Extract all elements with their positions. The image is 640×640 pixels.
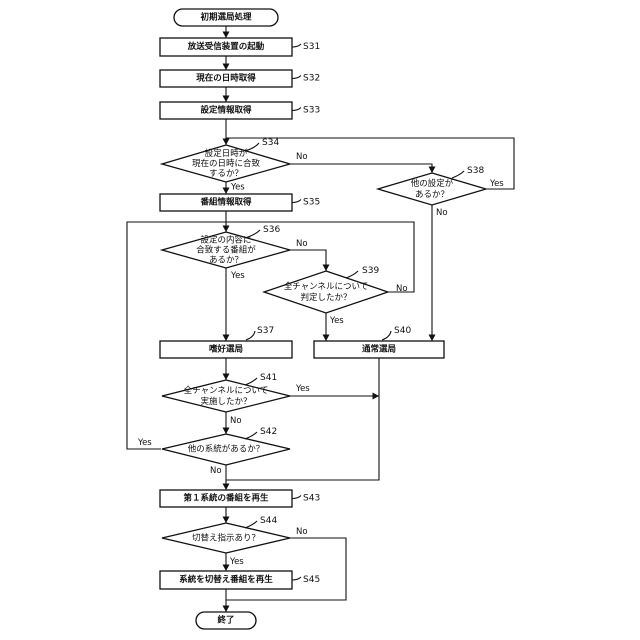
node-text: 設定の内容に [200,235,251,246]
node-s45: 系統を切替え番組を再生 [160,571,292,589]
node-text: するか？ [209,169,243,179]
node-text: 番組情報取得 [199,197,252,208]
node-text: 現在の日時取得 [196,73,256,84]
node-s37: 嗜好選局 [160,341,292,358]
edge-label-no: No [296,152,308,162]
edge-label-no: No [396,284,408,294]
node-s31: 放送受信装置の起動 [160,38,292,56]
edge-label-no: No [436,208,448,218]
node-text: 全チャンネルについて [284,281,369,292]
node-end: 終了 [196,612,256,629]
node-s39: 全チャンネルについて 判定したか？ [264,271,388,313]
node-text: 判定したか？ [300,292,351,303]
step-label: S34 [262,138,279,148]
node-text: 放送受信装置の起動 [187,41,265,52]
node-s41: 全チャンネルについて 実施したか？ [162,380,290,412]
step-label: S45 [303,575,320,585]
node-text: 終了 [217,615,234,626]
node-text: 切替え指示あり？ [192,533,260,544]
edge-label-no: No [230,416,242,426]
node-s36: 設定の内容に 合致する番組が あるか？ [162,232,290,268]
step-label: S36 [263,225,280,235]
edge-label-yes: Yes [489,179,504,189]
edge-label-yes: Yes [230,271,245,281]
node-text: 実施したか？ [200,396,251,407]
node-text: 合致する番組が [196,245,256,256]
node-text: 通常選局 [362,344,396,355]
node-s33: 設定情報取得 [160,102,292,119]
step-label: S38 [467,166,484,176]
step-label: S39 [362,266,379,276]
step-label: S43 [303,494,320,504]
node-s38: 他の設定が あるか？ [378,173,486,205]
step-label: S35 [303,198,320,208]
node-s42: 他の系統があるか？ [162,434,290,465]
edge-label-yes: Yes [230,183,245,193]
node-start: 初期選局処理 [174,9,278,26]
node-text: 他の設定が [411,178,454,189]
edge-label-yes: Yes [329,316,344,326]
step-label: S41 [260,373,277,383]
edge-label-yes: Yes [137,438,152,448]
node-s43: 第１系統の番組を再生 [160,490,292,507]
node-text: 系統を切替え番組を再生 [179,574,273,585]
edge-label-yes: Yes [295,384,310,394]
edge-label-yes: Yes [229,557,244,567]
node-text: 設定日時が [205,148,248,159]
node-s34: 設定日時が 現在の日時に合致 するか？ [162,145,290,182]
step-label: S32 [303,74,320,84]
node-text: 全チャンネルについて [184,385,269,396]
node-s44: 切替え指示あり？ [162,523,290,553]
node-s40: 通常選局 [314,341,444,358]
node-text: 他の系統があるか？ [188,444,265,455]
step-label: S33 [303,106,320,116]
node-text: あるか？ [415,190,449,200]
node-text: 嗜好選局 [209,344,243,355]
step-label: S31 [303,42,320,52]
node-text: あるか？ [209,256,243,266]
edge-label-no: No [296,239,308,249]
node-text: 第１系統の番組を再生 [183,493,269,504]
step-label: S37 [257,326,274,336]
edge-label-no: No [296,527,308,537]
step-label: S42 [260,427,277,437]
node-text: 設定情報取得 [200,105,252,116]
node-text: 初期選局処理 [200,12,252,23]
node-text: 現在の日時に合致 [192,158,261,169]
step-label: S44 [260,516,277,526]
edge-label-no: No [210,466,222,476]
node-s35: 番組情報取得 [160,194,292,211]
node-s32: 現在の日時取得 [160,70,292,87]
step-label: S40 [394,326,411,336]
